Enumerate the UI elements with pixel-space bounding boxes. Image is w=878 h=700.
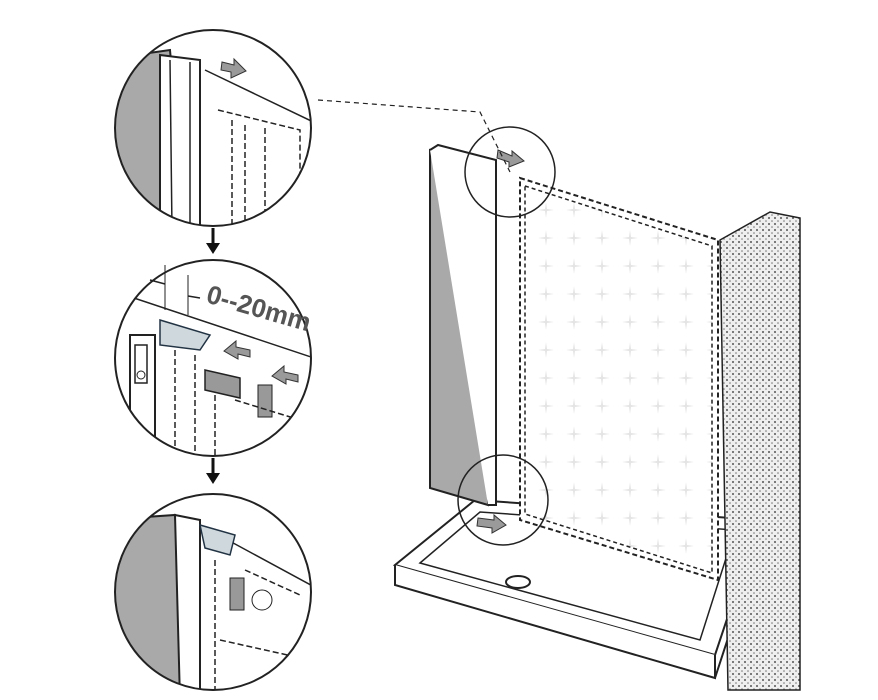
arrow-right-icon	[496, 149, 525, 168]
arrow-right-icon	[220, 57, 247, 79]
detail-callout-bottom	[457, 454, 549, 546]
step-arrow-down-icon	[206, 243, 220, 254]
drain-icon	[505, 575, 531, 589]
detail-step-1	[114, 29, 312, 227]
gap-dimension-label: 0--20mm	[203, 279, 314, 337]
fixed-glass-panel	[519, 176, 719, 582]
arrow-left-icon	[223, 339, 251, 360]
shower-assembly	[317, 99, 801, 691]
door-panel	[429, 143, 497, 507]
arrow-right-icon	[476, 513, 507, 534]
detail-callout-top	[464, 126, 556, 218]
leader-line	[317, 99, 511, 173]
wall	[719, 211, 801, 691]
arrow-left-icon	[271, 364, 299, 385]
detail-step-3	[114, 493, 312, 691]
step-arrow-down-icon	[206, 473, 220, 484]
detail-step-2: 0--20mm	[114, 259, 314, 457]
